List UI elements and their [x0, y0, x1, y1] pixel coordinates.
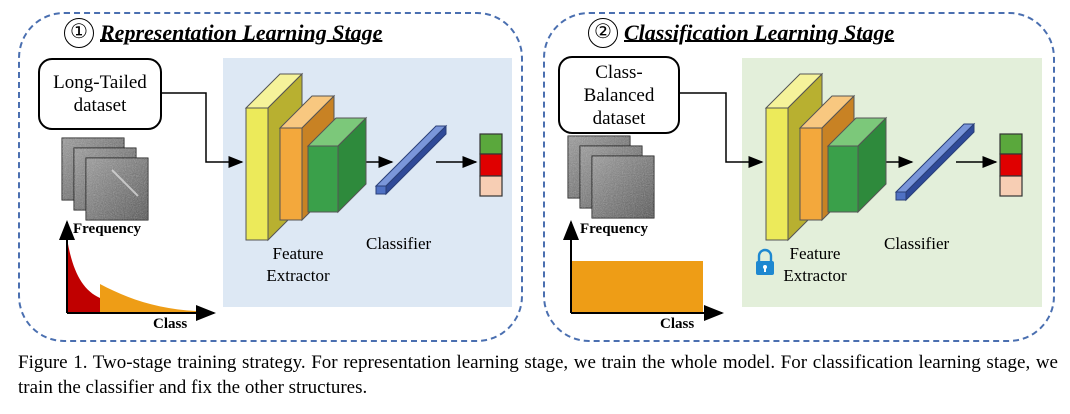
stage1-feature-extractor: [244, 72, 368, 242]
stage1-dataset-box: Long-Tailed dataset: [38, 58, 162, 130]
stage2-class-label: Class: [660, 316, 695, 332]
stage1-classifier-bar: [374, 124, 448, 196]
stage2-title-text: Classification Learning Stage: [624, 20, 895, 45]
stage2-output-green: [999, 133, 1023, 155]
stage1-arrows: [162, 92, 478, 168]
stage2-arrows: [680, 92, 998, 168]
stage2-balanced-chart: [563, 220, 724, 321]
stage1-output-green: [479, 133, 503, 155]
stage2-output: [999, 133, 1023, 197]
stage1-dataset-label: Long-Tailed dataset: [53, 72, 147, 116]
stage2-dataset-box: Class-Balanced dataset: [558, 56, 680, 134]
stage2-feature-extractor: [764, 72, 888, 242]
stage1-output-red: [479, 153, 503, 177]
stage1-output: [479, 133, 503, 197]
stage1-sample-images: [61, 137, 149, 221]
stage2-output-peach: [999, 175, 1023, 197]
stage2-frequency-label: Frequency: [580, 221, 649, 237]
stage1-title-text: Representation Learning Stage: [100, 20, 383, 45]
stage2-feature-extractor-label: Feature Extractor: [783, 244, 847, 285]
stage1-class-label: Class: [153, 316, 188, 332]
stage2-output-red: [999, 153, 1023, 177]
stage2-classifier-label: Classifier: [884, 234, 950, 253]
stage1-feature-extractor-label: Feature Extractor: [266, 244, 330, 285]
stage2-dataset-label: Class-Balanced dataset: [583, 61, 655, 129]
stage2-number: ②: [588, 18, 618, 48]
stage1-longtail-chart: [59, 220, 216, 321]
stage2-classifier-bar: [894, 122, 976, 202]
stage2-container: [543, 12, 1055, 342]
stage1-output-peach: [479, 175, 503, 197]
stage1-classifier-label: Classifier: [366, 234, 432, 253]
stage1-container: [18, 12, 523, 342]
figure-caption: Figure 1. Two-stage training strategy. F…: [18, 352, 1058, 398]
stage2-sample-images: [567, 135, 655, 219]
lock-icon: [756, 248, 774, 275]
stage1-number: ①: [64, 18, 94, 48]
stage1-frequency-label: Frequency: [73, 221, 142, 237]
